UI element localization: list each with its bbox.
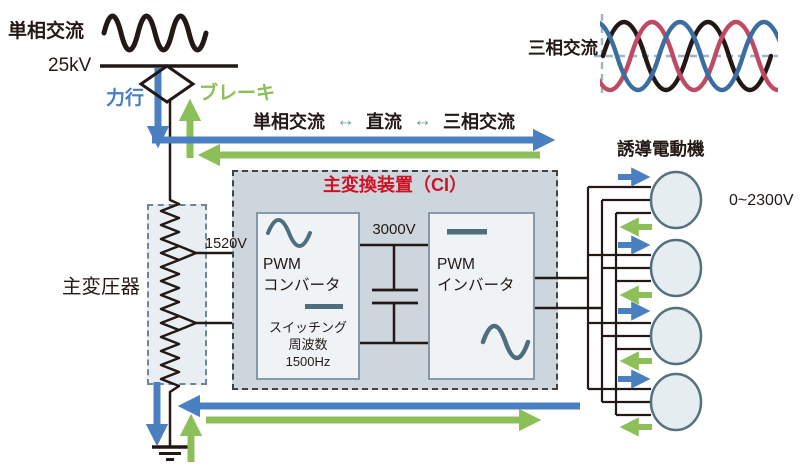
induction-motor-label: 誘導電動機: [617, 139, 705, 159]
flow-single-phase: 単相交流: [253, 112, 325, 132]
motor-1: [649, 170, 703, 230]
pwm-inverter-box: [428, 212, 535, 380]
motor-3: [649, 306, 703, 366]
pwm-converter-line1: PWM: [263, 256, 301, 273]
catenary-voltage-label: 25kV: [48, 55, 92, 76]
three-phase-label: 三相交流: [528, 38, 598, 58]
phase-wave-black: [600, 20, 774, 92]
motor-voltage-label: 0~2300V: [729, 192, 794, 209]
tap-voltage-label: 1520V: [205, 236, 247, 252]
main-transformer-box: [147, 204, 207, 385]
motor-power-arrows: [618, 167, 651, 389]
three-phase-axes: [594, 14, 778, 98]
powering-label: 力行: [106, 88, 145, 109]
phase-wave-blue: [600, 20, 778, 92]
braking-label: ブレーキ: [199, 83, 276, 104]
motor-regen-arrows: [619, 217, 652, 437]
single-phase-label: 単相交流: [8, 21, 85, 42]
dc-link-voltage-label: 3000V: [372, 221, 416, 238]
motor-2: [649, 238, 703, 298]
flow-three-phase: 三相交流: [443, 112, 515, 132]
ci-title: 主変換装置（CI）: [323, 175, 467, 195]
induction-motors: [649, 170, 703, 432]
pwm-inverter-line2: インバータ: [437, 277, 515, 294]
transformer-label: 主変圧器: [62, 276, 141, 298]
conversion-flow-label: 単相交流 ↔ 直流 ↔ 三相交流: [253, 108, 515, 134]
pantograph-icon: [138, 64, 196, 104]
pwm-inverter-name: PWM インバータ: [437, 254, 515, 296]
flow-dc: 直流: [366, 112, 402, 132]
pwm-inverter-line1: PWM: [437, 256, 475, 273]
double-arrow-icon: ↔: [413, 110, 432, 131]
note-line1: スイッチング: [268, 320, 347, 335]
note-line3: 1500Hz: [285, 354, 331, 369]
motor-4: [649, 372, 703, 432]
three-phase-bus: [586, 185, 651, 417]
note-line2: 周波数: [288, 337, 328, 352]
switching-frequency-note: スイッチング 周波数 1500Hz: [256, 319, 360, 370]
pwm-converter-name: PWM コンバータ: [263, 254, 341, 296]
ground-symbol: [152, 445, 188, 461]
pwm-converter-line2: コンバータ: [263, 277, 341, 294]
single-phase-wave: [101, 13, 209, 53]
double-arrow-icon: ↔: [336, 110, 355, 131]
